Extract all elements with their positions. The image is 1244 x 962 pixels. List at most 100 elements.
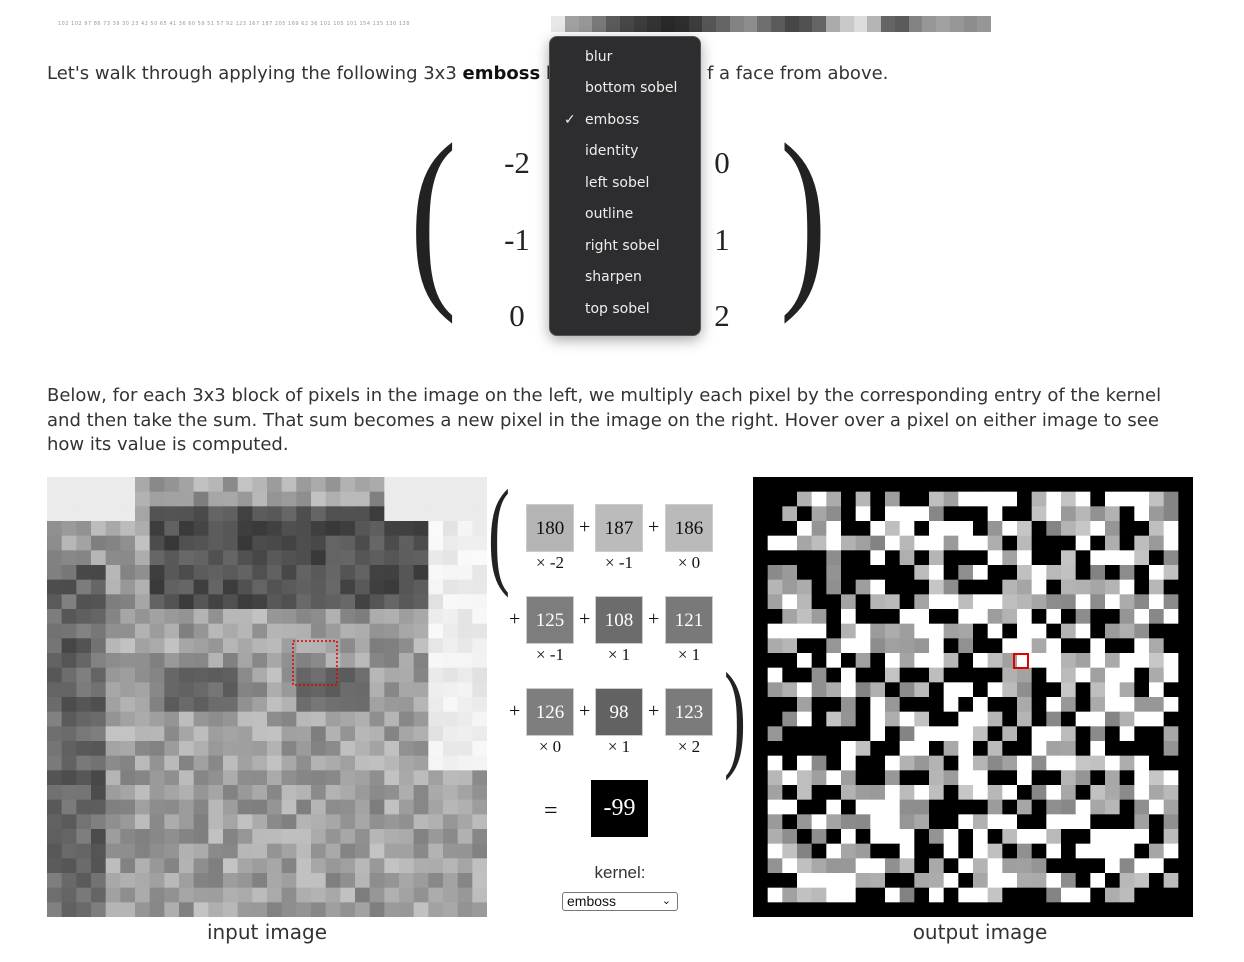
pixel[interactable] [443,755,459,771]
pixel[interactable] [1017,565,1033,581]
pixel[interactable] [826,682,842,698]
pixel[interactable] [208,799,224,815]
pixel[interactable] [47,858,63,874]
pixel[interactable] [61,506,77,522]
pixel[interactable] [1178,711,1193,727]
pixel[interactable] [164,770,180,786]
pixel[interactable] [811,873,827,889]
pixel[interactable] [164,653,180,669]
pixel[interactable] [296,814,312,830]
pixel[interactable] [325,887,341,903]
pixel[interactable] [384,814,400,830]
pixel[interactable] [1119,741,1135,757]
pixel[interactable] [811,799,827,815]
pixel[interactable] [987,799,1003,815]
pixel[interactable] [193,902,209,917]
pixel[interactable] [472,565,487,581]
pixel[interactable] [252,550,268,566]
pixel[interactable] [340,741,356,757]
pixel[interactable] [91,506,107,522]
pixel[interactable] [281,726,297,742]
pixel[interactable] [267,579,283,595]
pixel[interactable] [929,741,945,757]
pixel[interactable] [149,506,165,522]
pixel[interactable] [1031,609,1047,625]
pixel[interactable] [753,623,769,639]
pixel[interactable] [164,579,180,595]
pixel[interactable] [91,623,107,639]
pixel[interactable] [384,638,400,654]
pixel[interactable] [193,770,209,786]
pixel[interactable] [841,697,857,713]
pixel[interactable] [384,843,400,859]
pixel[interactable] [753,594,769,610]
pixel[interactable] [767,550,783,566]
pixel[interactable] [943,902,959,917]
pixel[interactable] [76,902,92,917]
pixel[interactable] [943,477,959,493]
pixel[interactable] [870,770,886,786]
pixel[interactable] [208,550,224,566]
pixel[interactable] [296,491,312,507]
pixel[interactable] [1075,521,1091,537]
pixel[interactable] [61,594,77,610]
pixel[interactable] [120,682,136,698]
pixel[interactable] [973,491,989,507]
pixel[interactable] [267,755,283,771]
pixel[interactable] [1105,858,1121,874]
pixel[interactable] [1046,638,1062,654]
pixel[interactable] [1105,726,1121,742]
pixel[interactable] [1105,697,1121,713]
menu-item-bottom-sobel[interactable]: bottom sobel [550,73,700,103]
pixel[interactable] [1178,565,1193,581]
pixel[interactable] [1017,741,1033,757]
pixel[interactable] [135,887,151,903]
pixel[interactable] [311,579,327,595]
pixel[interactable] [1178,535,1193,551]
pixel[interactable] [237,741,253,757]
pixel[interactable] [76,726,92,742]
pixel[interactable] [1061,550,1077,566]
pixel[interactable] [252,535,268,551]
pixel[interactable] [914,873,930,889]
pixel[interactable] [782,887,798,903]
pixel[interactable] [753,799,769,815]
pixel[interactable] [899,711,915,727]
pixel[interactable] [135,843,151,859]
pixel[interactable] [811,477,827,493]
pixel[interactable] [826,843,842,859]
pixel[interactable] [753,477,769,493]
pixel[interactable] [973,843,989,859]
pixel[interactable] [870,843,886,859]
pixel[interactable] [384,491,400,507]
pixel[interactable] [149,609,165,625]
pixel[interactable] [91,491,107,507]
pixel[interactable] [384,726,400,742]
pixel[interactable] [1105,755,1121,771]
pixel[interactable] [1105,535,1121,551]
pixel[interactable] [325,535,341,551]
pixel[interactable] [179,667,195,683]
pixel[interactable] [958,623,974,639]
pixel[interactable] [1031,521,1047,537]
pixel[interactable] [61,579,77,595]
pixel[interactable] [135,477,151,493]
pixel[interactable] [767,726,783,742]
pixel[interactable] [208,887,224,903]
pixel[interactable] [399,491,415,507]
menu-item-right-sobel[interactable]: right sobel [550,231,700,261]
pixel[interactable] [443,565,459,581]
pixel[interactable] [1046,609,1062,625]
pixel[interactable] [1017,858,1033,874]
pixel[interactable] [1163,653,1179,669]
pixel[interactable] [1119,814,1135,830]
pixel[interactable] [958,814,974,830]
pixel[interactable] [443,682,459,698]
pixel[interactable] [237,579,253,595]
pixel[interactable] [958,477,974,493]
pixel[interactable] [870,623,886,639]
pixel[interactable] [61,638,77,654]
pixel[interactable] [855,521,871,537]
pixel[interactable] [281,667,297,683]
pixel[interactable] [149,638,165,654]
